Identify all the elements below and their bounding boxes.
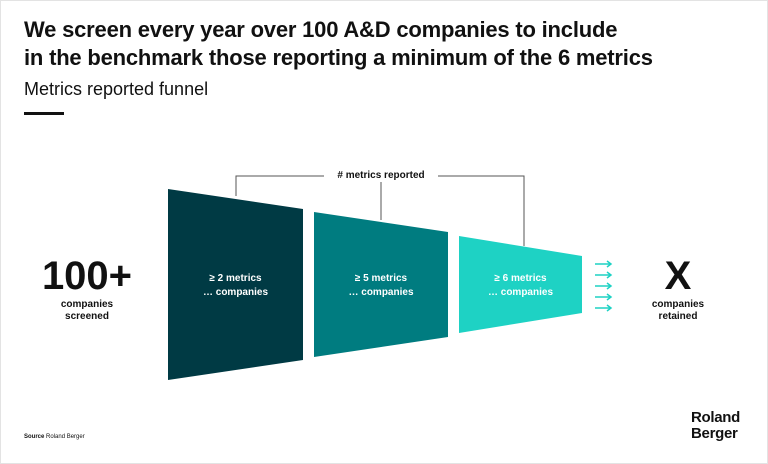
- arrow-icon: [595, 293, 613, 301]
- source-note: Source Roland Berger: [24, 434, 85, 440]
- companies-screened-caption: companies screened: [60, 299, 114, 322]
- title-line-2: in the benchmark those reporting a minim…: [24, 45, 653, 70]
- output-arrows: [595, 260, 613, 312]
- companies-screened-value: 100+: [41, 254, 133, 298]
- arrow-icon: [595, 260, 613, 268]
- title-underline: [24, 112, 64, 115]
- bracket-label: # metrics reported: [324, 170, 438, 182]
- companies-retained-value: X: [664, 254, 692, 298]
- arrow-icon: [595, 282, 613, 290]
- roland-berger-logo: Roland Berger: [691, 409, 741, 442]
- title-line-1: We screen every year over 100 A&D compan…: [24, 17, 618, 42]
- slide-title: We screen every year over 100 A&D compan…: [24, 16, 744, 72]
- funnel-stage-3: [459, 236, 582, 333]
- stage-3-label: ≥ 6 metrics … companies: [487, 273, 554, 298]
- funnel-stage-2: [314, 212, 448, 357]
- arrow-icon: [595, 304, 613, 312]
- funnel-stage-1: [168, 189, 303, 380]
- companies-retained-caption: companies retained: [651, 299, 705, 322]
- stage-1-label: ≥ 2 metrics … companies: [202, 273, 269, 298]
- arrow-icon: [595, 271, 613, 279]
- stage-2-label: ≥ 5 metrics … companies: [348, 273, 414, 298]
- slide-subtitle: Metrics reported funnel: [24, 79, 209, 99]
